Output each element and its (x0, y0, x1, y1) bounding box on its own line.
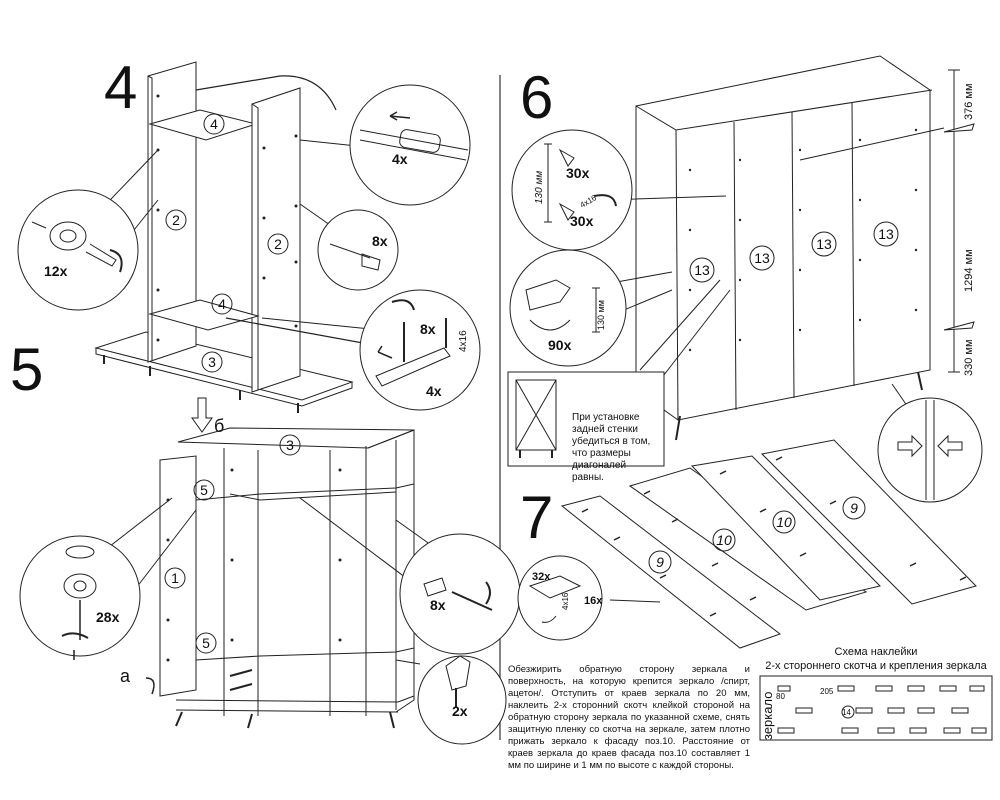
scheme-ref-14: 14 (842, 708, 851, 717)
back-panel-note: При установке задней стенки убедиться в … (572, 412, 651, 483)
scheme-mirror-label: зеркало (760, 692, 775, 740)
door-label-13c: 13 (816, 236, 832, 252)
step4-drawing (17, 61, 481, 413)
hinge-qty-16x: 16x (584, 595, 603, 607)
step5-panel-1: 1 (171, 570, 179, 586)
scheme-title-1: Схема наклейки (834, 646, 918, 658)
step-number-4: 4 (104, 54, 138, 121)
screw-qty-30x: 30x (570, 213, 594, 229)
scheme-title-2: 2-х стороннего скотча и крепления зеркал… (765, 660, 987, 672)
dowel-qty-8x: 8x (430, 597, 446, 613)
bracket-qty-4x: 4x (426, 383, 442, 399)
door-label-10a: 10 (716, 532, 732, 548)
step5-panel-3: 3 (286, 437, 294, 453)
door-label-13b: 13 (754, 250, 770, 266)
door-label-9b: 9 (850, 500, 858, 516)
mirror-instruction: Обезжирить обратную сторону зеркала и по… (508, 664, 750, 771)
door-label-13d: 13 (878, 226, 894, 242)
panel-label-4-top: 4 (210, 116, 218, 132)
step7-screw-size: 4x16 (561, 592, 570, 610)
step-number-6: 6 (520, 64, 554, 131)
scheme-dim-80: 80 (776, 692, 785, 701)
scheme-dim-205: 205 (820, 687, 834, 696)
dim-376: 376 мм (963, 83, 975, 120)
cam-qty-28x: 28x (96, 609, 120, 625)
screw-size-4x16: 4x16 (458, 330, 469, 352)
step5-drawing (19, 397, 521, 745)
step5-panel-5-top: 5 (200, 482, 208, 498)
step-number-5: 5 (10, 336, 44, 403)
arrow-label-a: a (120, 666, 131, 686)
door-label-13a: 13 (694, 262, 710, 278)
dim-130-top: 130 мм (534, 171, 545, 204)
door-label-10b: 10 (776, 514, 792, 530)
step6-drawing (507, 55, 983, 503)
nail-qty-90x: 90x (548, 337, 572, 353)
panel-label-4-lower: 4 (218, 296, 226, 312)
pin-qty-8x: 8x (372, 233, 388, 249)
door-label-9a: 9 (656, 554, 664, 570)
dim-130-bottom: 130 мм (596, 300, 606, 330)
dim-1294: 1294 мм (963, 249, 975, 292)
arrow-label-b: б (214, 416, 224, 436)
nail-qty-30x: 30x (566, 165, 590, 181)
screw-qty-8x: 8x (420, 321, 436, 337)
step5-panel-5-bottom: 5 (202, 635, 210, 651)
dim-330: 330 мм (963, 339, 975, 376)
step7-drawing (517, 439, 993, 741)
panel-label-2-left: 2 (172, 212, 180, 228)
cam-qty-12x: 12x (44, 263, 68, 279)
screw-qty-32x: 32x (532, 571, 551, 583)
support-qty-2x: 2x (452, 703, 468, 719)
panel-label-2-right: 2 (274, 236, 282, 252)
panel-label-3: 3 (208, 354, 216, 370)
dowel-qty-4x: 4x (392, 151, 408, 167)
step-number-7: 7 (520, 484, 554, 551)
